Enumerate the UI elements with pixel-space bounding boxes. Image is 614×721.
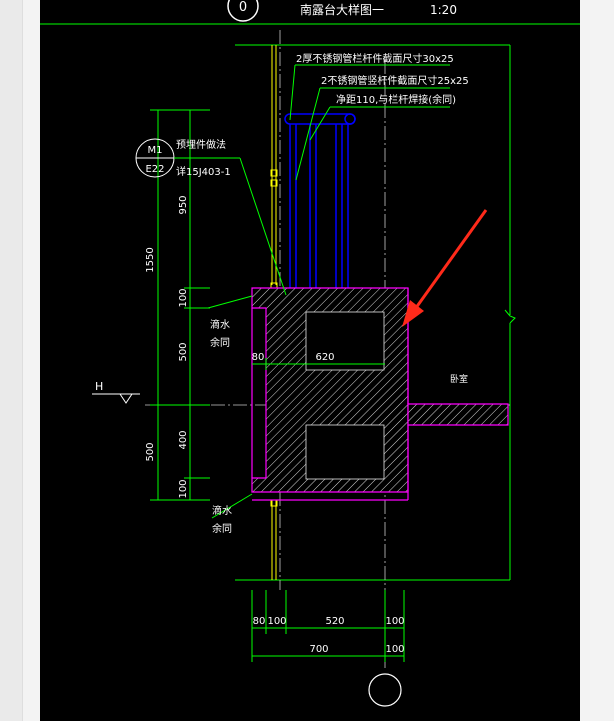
drip-note-1: 滴水	[210, 318, 230, 331]
axis-bubble-top	[227, 0, 259, 22]
dim-inner-0: 950	[178, 195, 189, 214]
viewer-left-gutter	[0, 0, 23, 721]
cavity-lower	[305, 424, 385, 480]
dim-bottom-row1-0: 80	[253, 616, 266, 627]
drawing-title-block: 0 南露台大样图一 1:20	[227, 0, 457, 22]
drip-notes: 滴水 余同 滴水 余同	[207, 295, 253, 535]
dim-bottom-row1-2: 520	[325, 616, 344, 627]
same-note-2: 余同	[212, 522, 232, 535]
left-dimensions	[150, 109, 210, 501]
window-frame-lines	[270, 45, 278, 580]
dim-bottom-row2-1: 100	[385, 644, 404, 655]
inner-horizontal-dims	[252, 358, 385, 370]
detail-reference: M1 E22 预埋件做法 详15J403-1	[135, 138, 287, 296]
dim-inner-1: 100	[178, 288, 189, 307]
level-marker-label: H	[95, 380, 103, 393]
callout-spacing-note: 净距110,与栏杆焊接(余同)	[336, 93, 456, 106]
embed-ref: 详15J403-1	[176, 165, 231, 178]
dim-bottom-row1-1: 100	[267, 616, 286, 627]
dim-inner-3: 400	[178, 430, 189, 449]
dim-inner-top-0: 80	[252, 352, 265, 363]
detail-ref-top: M1	[148, 145, 163, 156]
stainless-railing	[282, 113, 356, 304]
dim-inner-top-1: 620	[315, 352, 334, 363]
room-label: 卧室	[450, 373, 468, 385]
callout-upright-rail: 2不锈钢管竖杆件截面尺寸25x25	[321, 74, 469, 87]
dim-outer-upper: 1550	[145, 247, 156, 272]
cavity-upper	[305, 311, 385, 371]
drawing-scale: 1:20	[430, 3, 457, 17]
drip-note-2: 滴水	[212, 504, 232, 517]
dim-bottom-row1-3: 100	[385, 616, 404, 627]
red-annotation-arrow	[402, 209, 488, 327]
axis-bubble-top-label: 0	[239, 0, 247, 15]
dim-outer-lower: 500	[145, 442, 156, 461]
dim-bottom-row2-0: 700	[309, 644, 328, 655]
level-marker: H	[92, 380, 140, 404]
cad-drawing-svg: 0 南露台大样图一 1:20	[40, 0, 580, 707]
balcony-concrete-section	[251, 287, 509, 501]
floor-slab	[407, 403, 509, 426]
drawing-title: 南露台大样图一	[300, 2, 384, 17]
dim-inner-4: 100	[178, 479, 189, 498]
cad-drawing-sheet: 0 南露台大样图一 1:20	[40, 0, 580, 721]
callout-top-rail: 2厚不锈钢管栏杆件截面尺寸30x25	[296, 52, 454, 65]
frame-lines	[40, 23, 580, 581]
same-note-1: 余同	[210, 336, 230, 349]
dim-inner-2: 500	[178, 342, 189, 361]
embed-title: 预埋件做法	[176, 138, 226, 151]
bottom-dimensions	[251, 590, 405, 662]
axis-bubble-bottom	[368, 673, 402, 707]
detail-ref-bottom: E22	[145, 164, 164, 175]
railing-callouts: 2厚不锈钢管栏杆件截面尺寸30x25 2不锈钢管竖杆件截面尺寸25x25 净距1…	[289, 52, 469, 181]
